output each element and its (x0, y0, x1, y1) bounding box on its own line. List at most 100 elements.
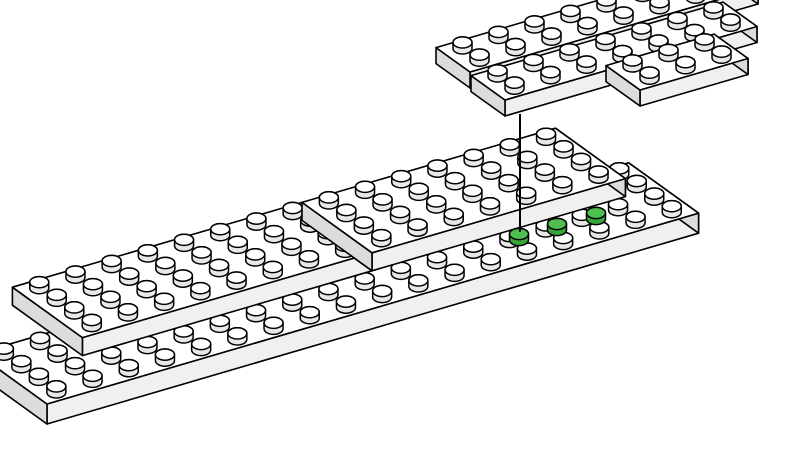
stud (668, 12, 687, 29)
stud (155, 293, 174, 310)
stud (211, 224, 230, 241)
highlighted-stud (548, 218, 567, 235)
stud (228, 236, 247, 253)
stud (704, 2, 723, 19)
stud (650, 0, 669, 14)
stud (47, 289, 66, 306)
stud (336, 296, 355, 313)
stud (662, 201, 681, 218)
stud (66, 266, 85, 283)
stud (210, 259, 229, 276)
stud (578, 18, 597, 35)
stud (463, 185, 482, 202)
stud (227, 272, 246, 289)
stud (391, 206, 410, 223)
stud (640, 67, 659, 84)
stud (659, 44, 678, 61)
stud (47, 381, 66, 398)
stud (66, 358, 85, 375)
stud (500, 139, 519, 156)
stud (482, 162, 501, 179)
stud (409, 275, 428, 292)
stud (299, 251, 318, 268)
stud (541, 67, 560, 84)
stud (300, 307, 319, 324)
stud (30, 277, 49, 294)
stud (83, 279, 102, 296)
stud (721, 14, 740, 31)
stud (408, 219, 427, 236)
stud (445, 173, 464, 190)
stud (118, 304, 137, 321)
stud (553, 177, 572, 194)
stud (319, 192, 338, 209)
stud (712, 46, 731, 63)
stud (373, 194, 392, 211)
stud (561, 5, 580, 22)
stud (499, 175, 518, 192)
stud (676, 57, 695, 74)
stud (524, 54, 543, 71)
stud (627, 175, 646, 192)
stud (156, 257, 175, 274)
stud (623, 55, 642, 72)
stud (428, 160, 447, 177)
stud (464, 149, 483, 166)
stud (82, 314, 101, 331)
stud (119, 360, 138, 377)
stud (282, 238, 301, 255)
stud (228, 328, 247, 345)
stud (12, 356, 31, 373)
stud (505, 77, 524, 94)
stud (31, 332, 50, 349)
stud (264, 226, 283, 243)
stud (247, 213, 266, 230)
stud (481, 254, 500, 271)
stud (554, 141, 573, 158)
stud (372, 230, 391, 247)
stud (542, 28, 561, 45)
stud (137, 281, 156, 298)
stud (175, 234, 194, 251)
stud (427, 196, 446, 213)
stud (191, 283, 210, 300)
stud (138, 245, 157, 262)
stud (525, 16, 544, 33)
stud (101, 291, 120, 308)
stud (192, 247, 211, 264)
stud (264, 317, 283, 334)
stud (83, 370, 102, 387)
stud (597, 0, 616, 12)
stud (354, 217, 373, 234)
stud (444, 208, 463, 225)
stud (373, 285, 392, 302)
stud (488, 65, 507, 82)
stud (192, 338, 211, 355)
stud (337, 204, 356, 221)
stud (246, 249, 265, 266)
stud (470, 49, 489, 66)
stud (577, 56, 596, 73)
stud (155, 349, 174, 366)
stud (535, 164, 554, 181)
stud (614, 7, 633, 24)
highlighted-stud (587, 207, 606, 224)
stud (489, 26, 508, 43)
floating-sub-assembly (436, 0, 758, 116)
stud (480, 198, 499, 215)
stud (0, 343, 13, 360)
stud (626, 211, 645, 228)
stud (589, 166, 608, 183)
stud (632, 23, 651, 40)
stud (29, 368, 48, 385)
stud (283, 202, 302, 219)
stud (596, 33, 615, 50)
stud (102, 255, 121, 272)
stud (263, 261, 282, 278)
stud (506, 39, 525, 56)
stud (65, 302, 84, 319)
stud (572, 153, 591, 170)
stud (48, 345, 67, 362)
